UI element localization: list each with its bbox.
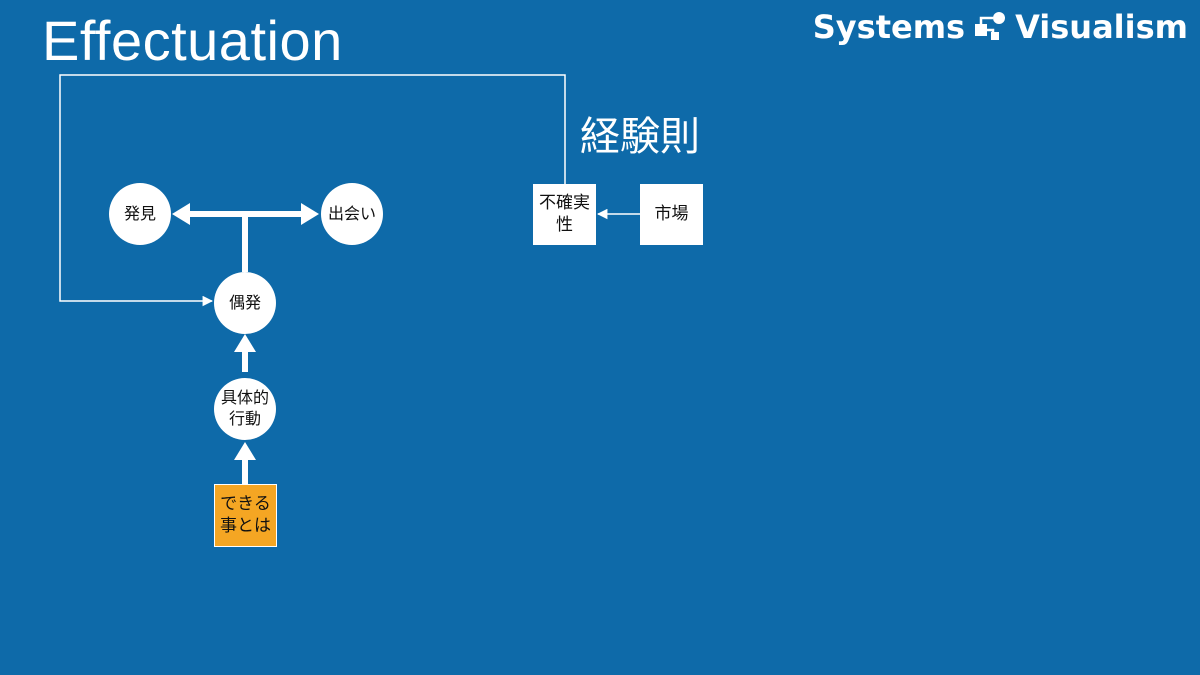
arrowhead-to-action: [234, 442, 256, 460]
node-what-i-can-do: できる 事とは: [214, 484, 277, 547]
arrowhead-to-contingency: [234, 334, 256, 352]
node-contingency-label: 偶発: [228, 292, 261, 312]
node-contingency: 偶発: [214, 272, 276, 334]
node-concrete-action-label: 具体的 行動: [220, 388, 269, 428]
node-market-label: 市場: [654, 203, 689, 224]
node-market: 市場: [640, 184, 703, 245]
arrowhead-to-encounter: [301, 203, 319, 225]
arrowhead-to-discovery: [172, 203, 190, 225]
feedback-loop-line: [59, 74, 566, 307]
node-uncertainty-label: 不確実 性: [539, 193, 590, 235]
node-what-i-can-do-label: できる 事とは: [220, 494, 271, 536]
node-discovery-label: 発見: [123, 203, 156, 223]
brand-logo: Systems Visualism: [813, 8, 1188, 46]
node-encounter: 出会い: [321, 183, 383, 245]
node-discovery: 発見: [109, 183, 171, 245]
heuristic-label: 経験則: [580, 114, 700, 160]
brand-name-right: Visualism: [1015, 8, 1188, 46]
systems-visualism-logo-icon: [975, 12, 1006, 40]
brand-name-left: Systems: [812, 8, 966, 46]
node-uncertainty: 不確実 性: [533, 184, 596, 245]
node-concrete-action: 具体的 行動: [214, 378, 276, 440]
slide-title: Effectuation: [42, 9, 343, 72]
node-encounter-label: 出会い: [327, 203, 376, 223]
